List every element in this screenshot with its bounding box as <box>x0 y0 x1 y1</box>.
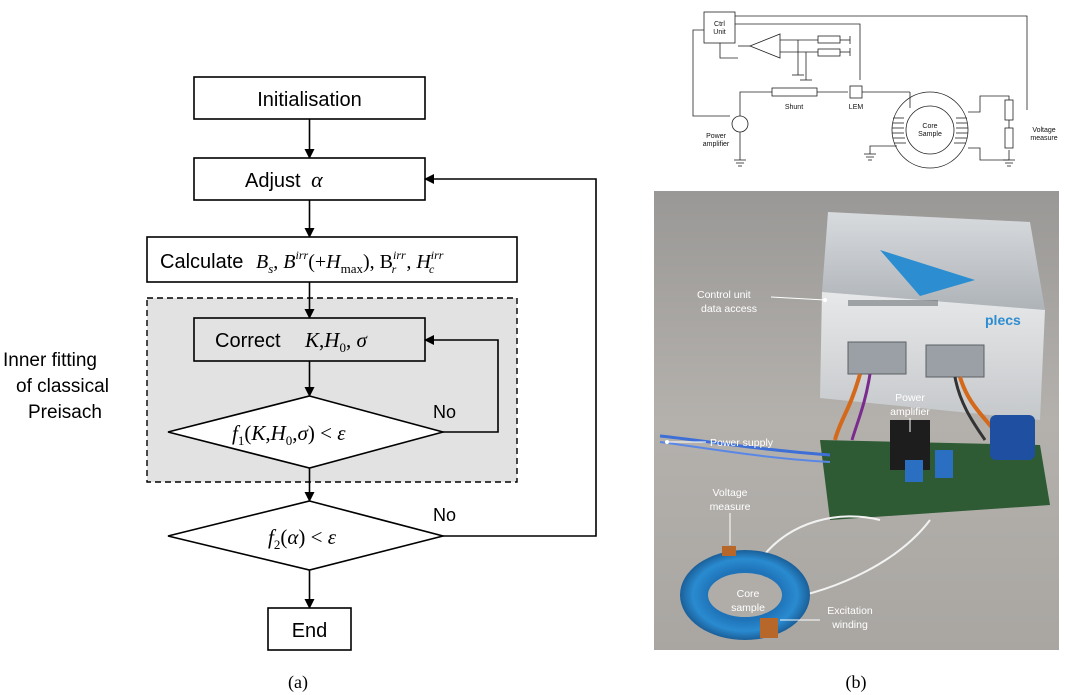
primary-winding <box>892 117 906 144</box>
loop-no1 <box>424 335 499 433</box>
calculate-box <box>146 236 518 283</box>
svg-text:Power supply: Power supply <box>710 437 774 449</box>
svg-text:Excitation: Excitation <box>827 605 873 617</box>
svg-text:Unit: Unit <box>713 29 726 36</box>
adjust-box <box>193 157 426 201</box>
caption-a: (a) <box>288 672 308 693</box>
svg-text:data access: data access <box>701 303 757 315</box>
excitation-winding-coil <box>760 618 778 638</box>
svg-text:of classical: of classical <box>16 376 109 397</box>
pcb-board <box>820 440 1050 520</box>
svg-text:Power: Power <box>706 133 727 140</box>
lem-sensor <box>849 85 863 99</box>
voltage-winding <box>722 546 736 556</box>
svg-text:amplifier: amplifier <box>703 141 730 148</box>
svg-text:sample: sample <box>731 602 765 614</box>
secondary-winding <box>954 117 968 144</box>
fan <box>990 415 1035 460</box>
svg-text:Voltage: Voltage <box>712 487 747 499</box>
inner-fitting-label: Inner fitting of classical Preisach <box>3 350 109 423</box>
svg-text:Ctrl: Ctrl <box>714 21 725 28</box>
svg-text:Preisach: Preisach <box>28 402 102 423</box>
svg-text:Voltage: Voltage <box>1032 127 1055 134</box>
loop-no2 <box>424 174 597 537</box>
core-sample-hole <box>708 573 782 617</box>
power-amplifier-source <box>731 115 749 133</box>
svg-text:Shunt: Shunt <box>785 104 803 111</box>
correct-vars: K,H0, σ <box>304 328 368 355</box>
rt-box-logo <box>880 250 975 296</box>
initialisation-label: Initialisation <box>257 89 362 111</box>
svg-text:Core: Core <box>737 588 760 600</box>
op-amp <box>748 33 781 59</box>
no2-label: No <box>433 505 456 525</box>
circuit-schematic <box>692 11 1028 169</box>
svg-text:Power: Power <box>895 392 925 404</box>
svg-text:Inner fitting: Inner fitting <box>3 350 97 371</box>
svg-text:Sample: Sample <box>918 131 942 138</box>
correct-label: Correct <box>215 330 281 352</box>
correct-box <box>193 317 426 362</box>
no1-label: No <box>433 402 456 422</box>
core-ring-inner <box>905 105 955 155</box>
flowchart: Initialisation Adjust α Calculate Bs, Bi… <box>3 76 597 651</box>
svg-text:Core: Core <box>922 123 937 130</box>
rt-box-brand: plecs <box>985 312 1021 328</box>
ctrl-unit-box <box>703 11 736 44</box>
svg-text:measure: measure <box>1030 135 1057 142</box>
rt-box-top <box>822 212 1045 310</box>
end-label: End <box>292 620 328 642</box>
end-box <box>267 607 352 651</box>
caption-b: (b) <box>846 672 867 693</box>
svg-text:amplifier: amplifier <box>890 406 930 418</box>
schematic-labels: Ctrl Unit Shunt LEM Core Sample Power am… <box>703 21 1058 148</box>
svg-text:Control unit: Control unit <box>697 289 751 301</box>
photo-annotations: Control unit data access Power amplifier… <box>665 289 930 631</box>
adjust-label: Adjust α <box>245 167 323 192</box>
svg-text:LEM: LEM <box>849 104 864 111</box>
connector-1 <box>847 341 907 375</box>
setup-photo: plecs <box>654 191 1059 650</box>
voltage-divider-bottom <box>1004 127 1014 149</box>
condition2-text: f2(α) < ε <box>268 525 337 552</box>
calculate-label: Calculate <box>160 251 243 273</box>
initialisation-box <box>193 76 426 120</box>
connector-2 <box>925 344 985 378</box>
svg-text:measure: measure <box>710 501 751 513</box>
shunt-resistor <box>771 87 818 97</box>
voltage-divider-top <box>1004 99 1014 121</box>
svg-text:winding: winding <box>831 619 868 631</box>
